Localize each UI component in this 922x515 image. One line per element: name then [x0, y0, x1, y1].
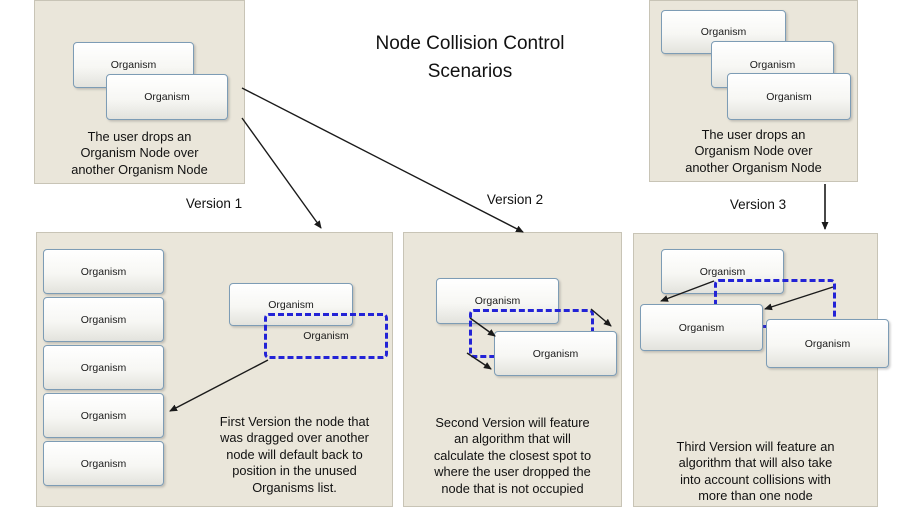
organism-node-label: Organism: [303, 330, 349, 342]
version2-label: Version 2: [486, 192, 544, 207]
organism-node-label: Organism: [699, 265, 746, 278]
organism-list-node: Organism: [43, 297, 164, 342]
intro-panel-left: Organism Organism The user drops an Orga…: [34, 0, 245, 184]
organism-list-node: Organism: [43, 393, 164, 438]
organism-node-label: Organism: [144, 91, 190, 103]
organism-node-label: Organism: [110, 59, 157, 71]
version2-caption: Second Version will feature an algorithm…: [433, 415, 592, 496]
organism-list-node: Organism: [43, 345, 164, 390]
version3-label: Version 3: [729, 197, 787, 212]
organism-node-label: Organism: [80, 457, 127, 470]
organism-list-node: Organism: [43, 441, 164, 486]
intro-right-caption: The user drops an Organism Node over ano…: [685, 127, 822, 175]
organism-node: Organism: [766, 319, 889, 368]
version1-panel: Organism Organism Organism Organism Orga…: [36, 232, 393, 507]
organism-node: Organism: [494, 331, 617, 376]
intro-left-caption: The user drops an Organism Node over ano…: [71, 129, 208, 177]
organism-node-label: Organism: [80, 361, 127, 374]
organism-node-label: Organism: [804, 337, 851, 350]
organism-node-label: Organism: [80, 409, 127, 422]
version2-panel: Organism Organism Second Version will fe…: [403, 232, 622, 507]
organism-node-label: Organism: [678, 321, 725, 334]
version1-label: Version 1: [185, 196, 243, 211]
page-title: Node Collision Control Scenarios: [375, 33, 565, 82]
arrow-intro-to-version2: [241, 87, 524, 233]
organism-node-label: Organism: [749, 58, 796, 71]
version3-panel: Organism Organism Organism Third Version…: [633, 233, 889, 507]
organism-node-label: Organism: [80, 265, 127, 278]
organism-node-label: Organism: [474, 295, 521, 307]
version3-caption: Third Version will feature an algorithm …: [676, 439, 835, 504]
organism-node-label: Organism: [268, 298, 314, 311]
intro-panel-right: Organism Organism Organism The user drop…: [649, 0, 858, 182]
organism-node: Organism: [640, 304, 763, 351]
organism-node-label: Organism: [80, 313, 127, 326]
organism-node: Organism: [727, 73, 851, 120]
organism-node-label: Organism: [532, 347, 579, 360]
organism-node: Organism: [229, 283, 353, 326]
arrow-intro-to-version1: [241, 117, 322, 229]
ghost-drop-outline: Organism: [264, 313, 388, 359]
organism-node-label: Organism: [766, 90, 812, 103]
organism-node: Organism: [106, 74, 228, 120]
organism-node-label: Organism: [700, 26, 747, 38]
version1-caption: First Version the node that was dragged …: [219, 414, 370, 495]
organism-node: Organism: [436, 278, 559, 324]
organism-list-node: Organism: [43, 249, 164, 294]
